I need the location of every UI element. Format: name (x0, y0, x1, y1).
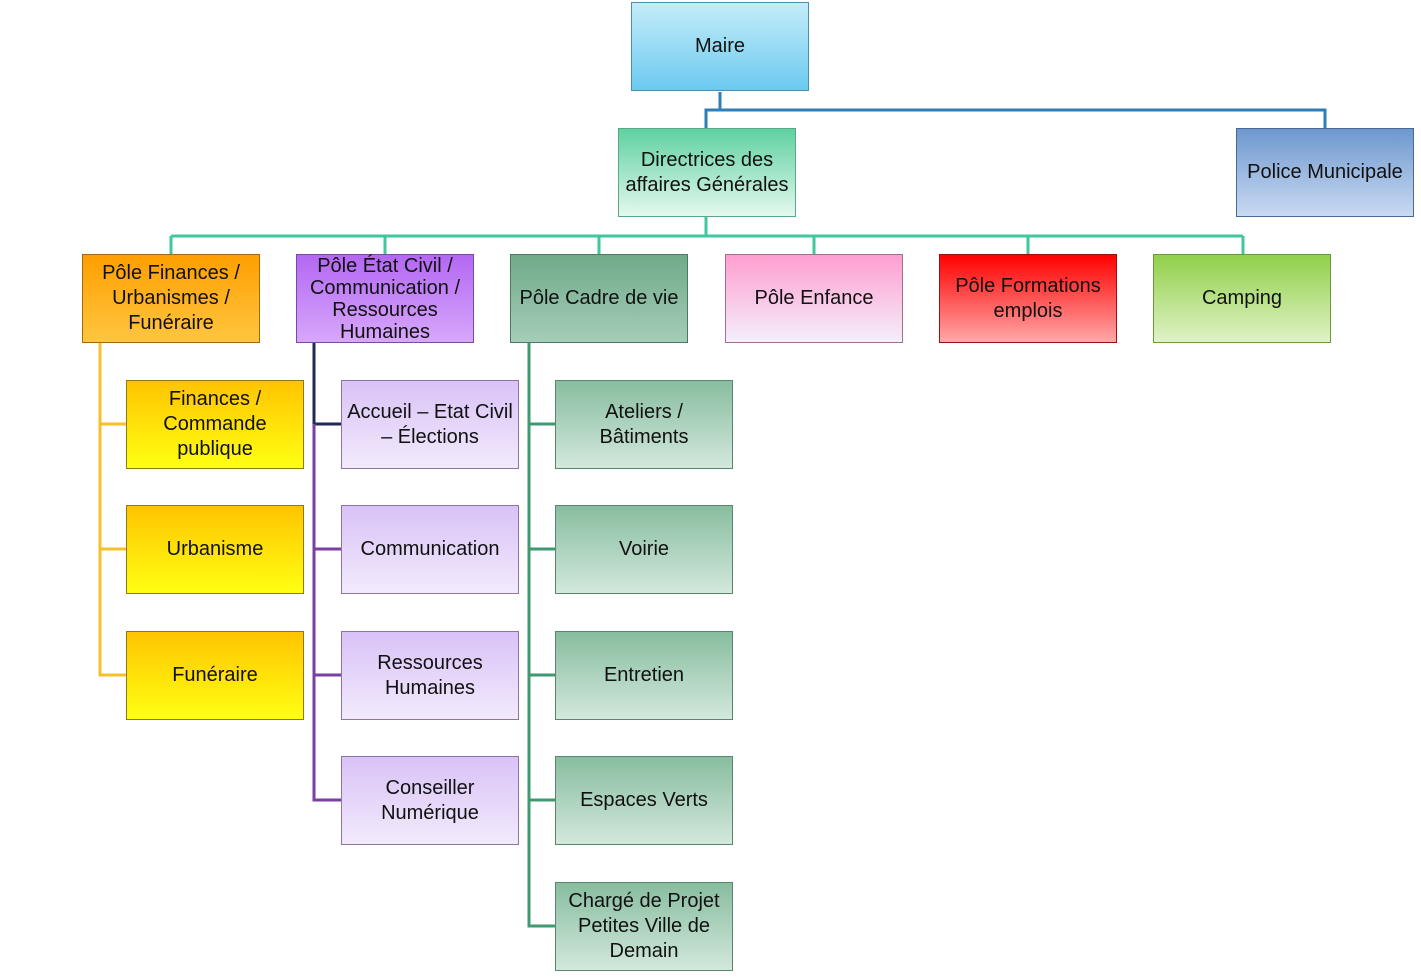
node-ressources-humaines: Ressources Humaines (341, 631, 519, 720)
node-pole-formations-label: Pôle Formations emplois (955, 274, 1101, 322)
node-ateliers: Ateliers / Bâtiments (555, 380, 733, 469)
node-communication-label: Communication (360, 538, 500, 560)
node-funeraire: Funéraire (126, 631, 304, 720)
node-conseiller-numerique: Conseiller Numérique (341, 756, 519, 845)
node-espaces-verts: Espaces Verts (555, 756, 733, 845)
node-charge-projet: Chargé de Projet Petites Ville de Demain (555, 882, 733, 971)
node-police-label: Police Municipale (1247, 161, 1403, 183)
node-entretien: Entretien (555, 631, 733, 720)
node-entretien-label: Entretien (603, 664, 685, 686)
node-maire: Maire (631, 2, 809, 91)
node-communication: Communication (341, 505, 519, 594)
node-pole-etat-civil-label: Pôle État Civil / Communication / Ressou… (309, 254, 461, 343)
node-pole-finances-label: Pôle Finances / Urbanismes / Funéraire (102, 262, 240, 334)
connector-maire (704, 92, 722, 128)
node-camping: Camping (1153, 254, 1331, 343)
node-urbanisme-label: Urbanisme (166, 538, 264, 560)
connector-etat-civil-branch (312, 424, 342, 802)
node-pole-finances: Pôle Finances / Urbanismes / Funéraire (82, 254, 260, 343)
connector-cadre-branch (527, 343, 556, 928)
node-funeraire-label: Funéraire (172, 664, 258, 686)
node-camping-label: Camping (1201, 287, 1283, 309)
node-pole-cadre-de-vie: Pôle Cadre de vie (510, 254, 688, 343)
node-directrices-label: Directrices des affaires Générales (625, 148, 789, 196)
node-urbanisme: Urbanisme (126, 505, 304, 594)
node-finances-commande: Finances / Commande publique (126, 380, 304, 469)
node-pole-enfance: Pôle Enfance (725, 254, 903, 343)
node-ressources-humaines-label: Ressources Humaines (377, 651, 483, 699)
node-charge-projet-label: Chargé de Projet Petites Ville de Demain (568, 890, 720, 962)
node-accueil: Accueil – Etat Civil – Élections (341, 380, 519, 469)
node-espaces-verts-label: Espaces Verts (580, 789, 708, 811)
node-finances-commande-label: Finances / Commande publique (163, 388, 267, 460)
node-voirie-label: Voirie (618, 538, 670, 560)
node-pole-enfance-label: Pôle Enfance (754, 287, 874, 309)
node-pole-formations: Pôle Formations emplois (939, 254, 1117, 343)
node-maire-label: Maire (694, 35, 745, 57)
node-pole-cadre-label: Pôle Cadre de vie (519, 287, 679, 309)
node-ateliers-label: Ateliers / Bâtiments (599, 400, 689, 448)
node-accueil-label: Accueil – Etat Civil – Élections (347, 400, 513, 448)
node-voirie: Voirie (555, 505, 733, 594)
connector-finances-branch (98, 343, 127, 677)
node-directrices: Directrices des affaires Générales (618, 128, 796, 217)
node-police-municipale: Police Municipale (1236, 128, 1414, 217)
connector-maire-police (720, 108, 1327, 128)
node-pole-etat-civil: Pôle État Civil / Communication / Ressou… (296, 254, 474, 343)
connector-accueil (312, 343, 342, 426)
node-conseiller-label: Conseiller Numérique (381, 776, 479, 824)
